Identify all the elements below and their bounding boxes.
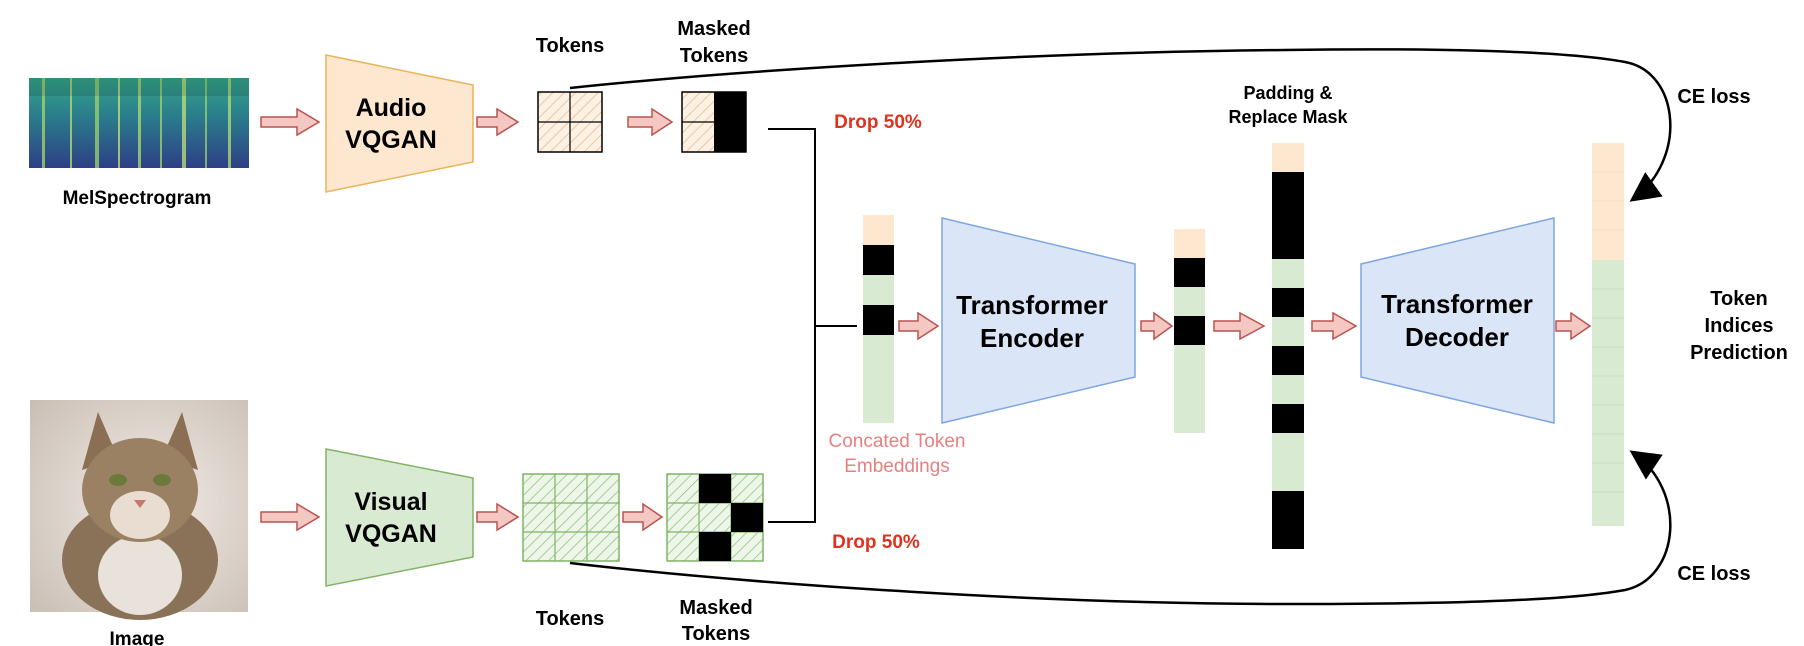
prediction-label-line3: Prediction bbox=[1690, 342, 1788, 364]
transformer-decoder-title-line2: Decoder bbox=[1405, 322, 1509, 352]
arrow-icon bbox=[898, 311, 940, 341]
visual-vqgan-title-line1: Visual bbox=[354, 488, 427, 516]
audio-vqgan-block bbox=[325, 54, 474, 193]
audio-masked-label-line2: Tokens bbox=[680, 45, 749, 67]
arrow-icon bbox=[1213, 311, 1266, 341]
arrow-icon bbox=[476, 502, 520, 532]
mel-spectrogram-label: MelSpectrogram bbox=[63, 188, 212, 209]
visual-masked-label-line2: Tokens bbox=[682, 623, 751, 645]
visual-masked-token-grid bbox=[666, 473, 764, 562]
prediction-label-line1: Token bbox=[1710, 288, 1767, 310]
audio-token-grid bbox=[537, 91, 603, 153]
transformer-decoder-block bbox=[1360, 217, 1555, 424]
ce-loss-curve-top bbox=[569, 48, 1672, 202]
transformer-encoder-block bbox=[941, 217, 1136, 424]
concat-label-line2: Embeddings bbox=[844, 456, 950, 477]
prediction-label-line2: Indices bbox=[1705, 315, 1774, 337]
ce-loss-bottom-label: CE loss bbox=[1677, 563, 1750, 585]
arrow-icon bbox=[1140, 311, 1174, 341]
concat-connector bbox=[768, 128, 857, 523]
transformer-encoder-title-line2: Encoder bbox=[980, 323, 1084, 353]
concat-embedding-column bbox=[863, 215, 894, 423]
encoder-output-column bbox=[1174, 229, 1205, 433]
arrow-icon bbox=[1555, 311, 1592, 341]
transformer-encoder-title-line1: Transformer bbox=[956, 290, 1108, 320]
audio-masked-label-line1: Masked bbox=[677, 18, 750, 40]
ce-loss-top-label: CE loss bbox=[1677, 86, 1750, 108]
visual-vqgan-block bbox=[325, 448, 474, 587]
padding-label-line1: Padding & bbox=[1244, 83, 1333, 103]
arrow-icon bbox=[476, 107, 520, 137]
concat-label-line1: Concated Token bbox=[829, 431, 966, 452]
audio-tokens-label: Tokens bbox=[536, 35, 605, 57]
visual-tokens-label: Tokens bbox=[536, 608, 605, 630]
image-label: Image bbox=[110, 629, 165, 646]
transformer-decoder-title-line1: Transformer bbox=[1381, 289, 1533, 319]
visual-masked-label-line1: Masked bbox=[679, 597, 752, 619]
visual-drop-label: Drop 50% bbox=[832, 532, 920, 553]
arrow-icon bbox=[260, 502, 321, 532]
output-prediction-column bbox=[1592, 143, 1624, 526]
audio-vqgan-title-line1: Audio bbox=[356, 94, 427, 122]
audio-drop-label: Drop 50% bbox=[834, 112, 922, 133]
arrow-icon bbox=[1311, 311, 1358, 341]
arrow-icon bbox=[260, 107, 321, 137]
audio-masked-token-grid bbox=[681, 91, 747, 153]
arrow-icon bbox=[627, 107, 674, 137]
arrow-icon bbox=[622, 502, 664, 532]
padded-mask-column bbox=[1272, 143, 1304, 549]
visual-vqgan-title-line2: VQGAN bbox=[345, 520, 437, 548]
audio-vqgan-title-line2: VQGAN bbox=[345, 126, 437, 154]
visual-token-grid bbox=[522, 473, 620, 562]
mel-spectrogram-image bbox=[29, 78, 249, 168]
cat-image bbox=[30, 400, 248, 620]
ce-loss-curve-bottom bbox=[569, 450, 1672, 606]
padding-label-line2: Replace Mask bbox=[1228, 107, 1348, 127]
